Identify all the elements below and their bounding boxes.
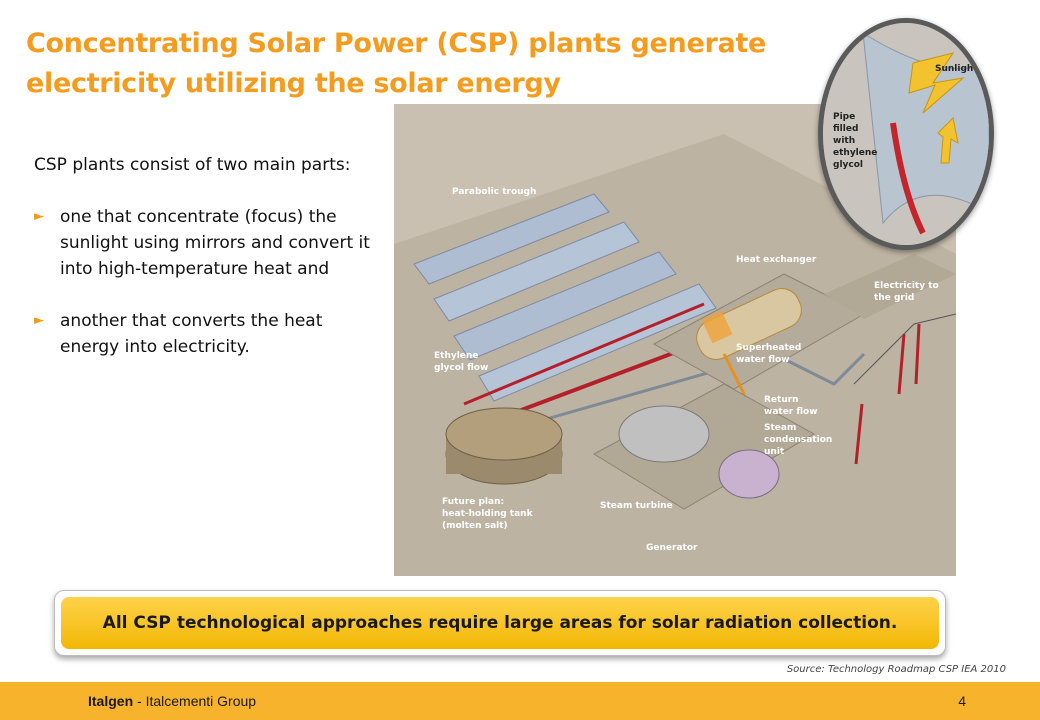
inset-label-pipe: Pipe xyxy=(833,112,855,122)
intro-text: CSP plants consist of two main parts: xyxy=(34,155,351,175)
label-steam-turbine: Steam turbine xyxy=(600,501,673,511)
source-citation: Source: Technology Roadmap CSP IEA 2010 xyxy=(786,664,1006,675)
label-future-plan-3: (molten salt) xyxy=(442,521,508,531)
bullet-text: another that converts the heat energy in… xyxy=(60,311,323,357)
label-heat-exchanger: Heat exchanger xyxy=(736,255,817,265)
slide-title: Concentrating Solar Power (CSP) plants g… xyxy=(26,24,786,104)
inset-label-sunlight: Sunlight xyxy=(935,64,978,74)
label-return-water: Return xyxy=(764,395,799,405)
triangle-right-icon: ► xyxy=(34,209,44,224)
label-parabolic-trough: Parabolic trough xyxy=(452,187,536,197)
callout-text: All CSP technological approaches require… xyxy=(61,597,939,649)
label-superheated-2: water flow xyxy=(736,355,790,365)
footer-separator: - xyxy=(133,693,146,709)
label-future-plan: Future plan: xyxy=(442,497,504,507)
label-generator: Generator xyxy=(646,543,698,553)
label-ethylene-glycol: Ethylene xyxy=(434,351,478,361)
footer-group: Italcementi Group xyxy=(145,693,257,709)
pipe-detail-inset: Sunlight Pipe filled with ethylene glyco… xyxy=(818,18,994,250)
pipe-detail-illustration: Sunlight Pipe filled with ethylene glyco… xyxy=(823,23,989,245)
inset-label-pipe-2: filled xyxy=(833,124,858,134)
label-electricity-grid: Electricity to xyxy=(874,281,939,291)
triangle-right-icon: ► xyxy=(34,313,44,328)
label-steam-condensation: Steam xyxy=(764,423,796,433)
inset-label-pipe-3: with xyxy=(833,136,855,146)
label-return-water-2: water flow xyxy=(764,407,818,417)
body-text: CSP plants consist of two main parts: ► … xyxy=(34,152,384,386)
label-superheated: Superheated xyxy=(736,343,801,353)
label-steam-condensation-2: condensation xyxy=(764,435,832,445)
bullet-item: ► another that converts the heat energy … xyxy=(34,308,384,360)
label-future-plan-2: heat-holding tank xyxy=(442,509,534,519)
title-line-1: Concentrating Solar Power (CSP) plants g… xyxy=(26,28,767,59)
label-electricity-grid-2: the grid xyxy=(874,293,914,303)
inset-label-pipe-5: glycol xyxy=(833,160,863,170)
label-steam-condensation-3: unit xyxy=(764,447,785,457)
page-number: 4 xyxy=(958,693,966,709)
inset-label-pipe-4: ethylene xyxy=(833,148,877,158)
bullet-item: ► one that concentrate (focus) the sunli… xyxy=(34,204,384,282)
slide-footer: Italgen - Italcementi Group 4 xyxy=(0,682,1040,720)
label-ethylene-glycol-2: glycol flow xyxy=(434,363,488,373)
footer-brand: Italgen xyxy=(88,693,134,709)
title-line-2: electricity utilizing the solar energy xyxy=(26,68,561,99)
bullet-text: one that concentrate (focus) the sunligh… xyxy=(60,207,370,279)
key-message-callout: All CSP technological approaches require… xyxy=(54,590,946,656)
